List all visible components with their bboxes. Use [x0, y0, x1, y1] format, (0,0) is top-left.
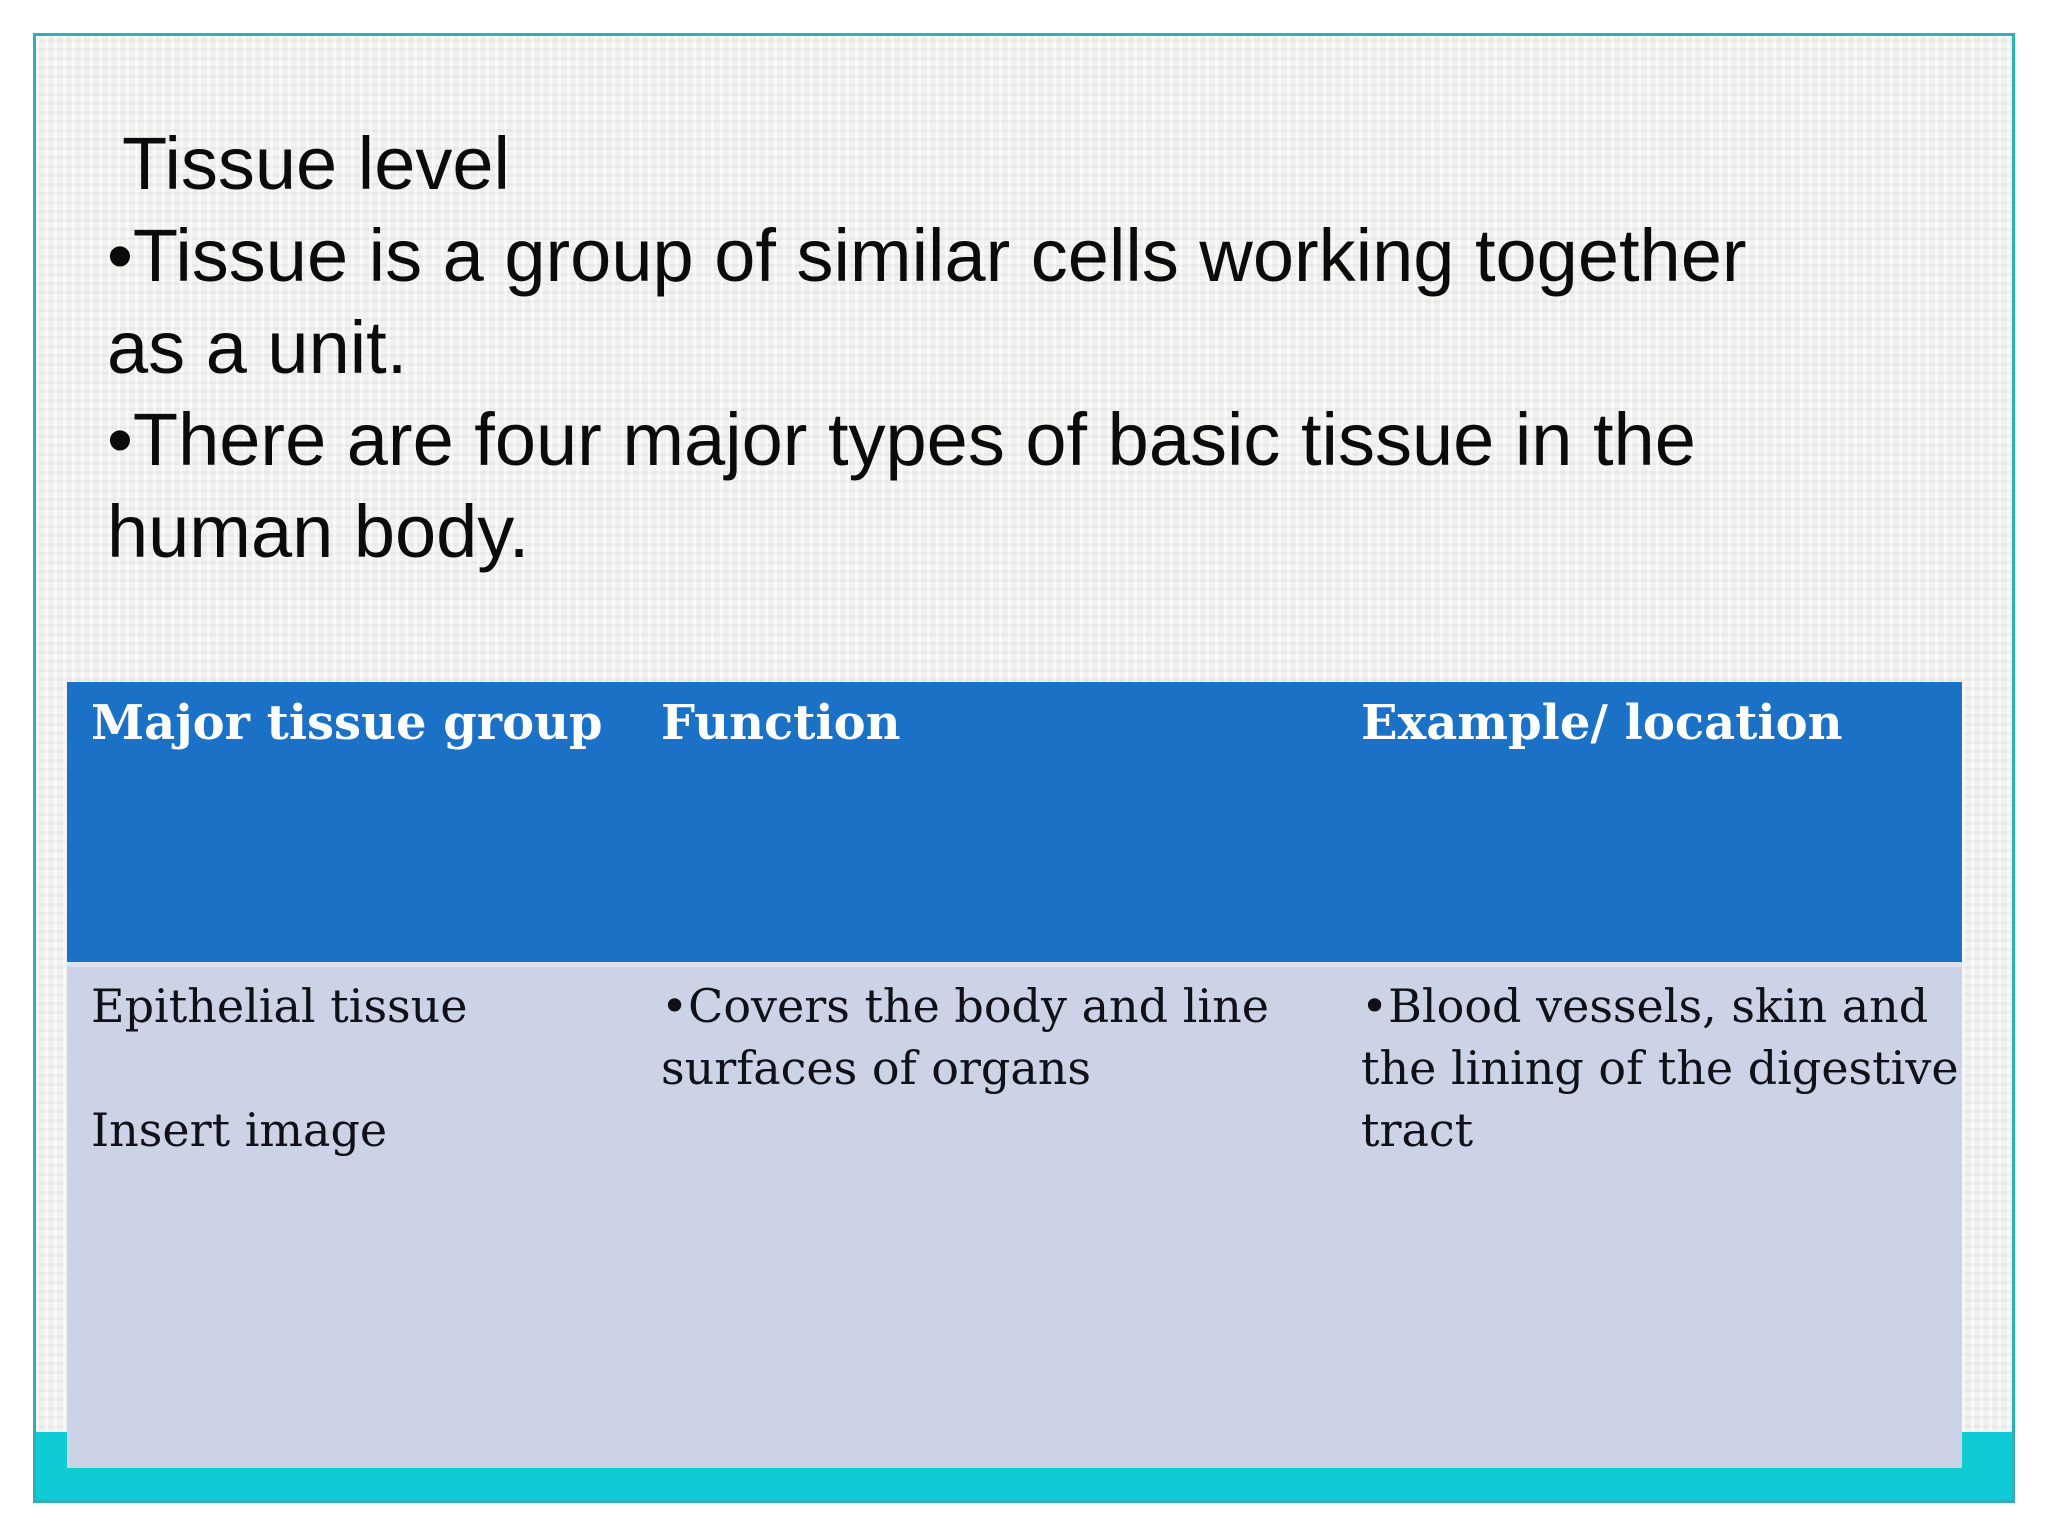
- slide-title: Tissue level: [122, 122, 510, 205]
- bullet-line: •Tissue is a group of similar cells work…: [107, 214, 1747, 297]
- cell-function: •Covers the body and line surfaces of or…: [637, 967, 1337, 1468]
- cell-example-line: tract: [1361, 1103, 1474, 1157]
- cell-tissue-group: Epithelial tissue Insert image: [67, 967, 637, 1468]
- table-header-row: Major tissue group Function Example/ loc…: [67, 682, 1962, 962]
- table-body-row: Epithelial tissue Insert image •Covers t…: [67, 962, 1962, 1468]
- table-header-example-location: Example/ location: [1361, 695, 1843, 751]
- cell-example-line: the lining of the digestive: [1361, 1041, 1959, 1095]
- bullet-line-wrap: human body.: [107, 490, 530, 573]
- cell-insert-image-placeholder: Insert image: [91, 1103, 388, 1157]
- cell-example-line: •Blood vessels, skin and: [1361, 979, 1929, 1033]
- table-header-function: Function: [661, 695, 901, 751]
- slide-canvas: Tissue level •Tissue is a group of simil…: [33, 33, 2015, 1503]
- bullet-line-wrap: as a unit.: [107, 306, 408, 389]
- cell-example-location: •Blood vessels, skin and the lining of t…: [1337, 967, 1962, 1468]
- tissue-table: Major tissue group Function Example/ loc…: [67, 682, 1962, 1468]
- cell-function-line: surfaces of organs: [661, 1041, 1092, 1095]
- bullet-line: •There are four major types of basic tis…: [107, 398, 1696, 481]
- slide-title-block: Tissue level •Tissue is a group of simil…: [107, 118, 1867, 578]
- cell-function-line: •Covers the body and line: [661, 979, 1269, 1033]
- cell-tissue-group-name: Epithelial tissue: [91, 979, 468, 1033]
- table-header-major-tissue-group: Major tissue group: [91, 695, 603, 751]
